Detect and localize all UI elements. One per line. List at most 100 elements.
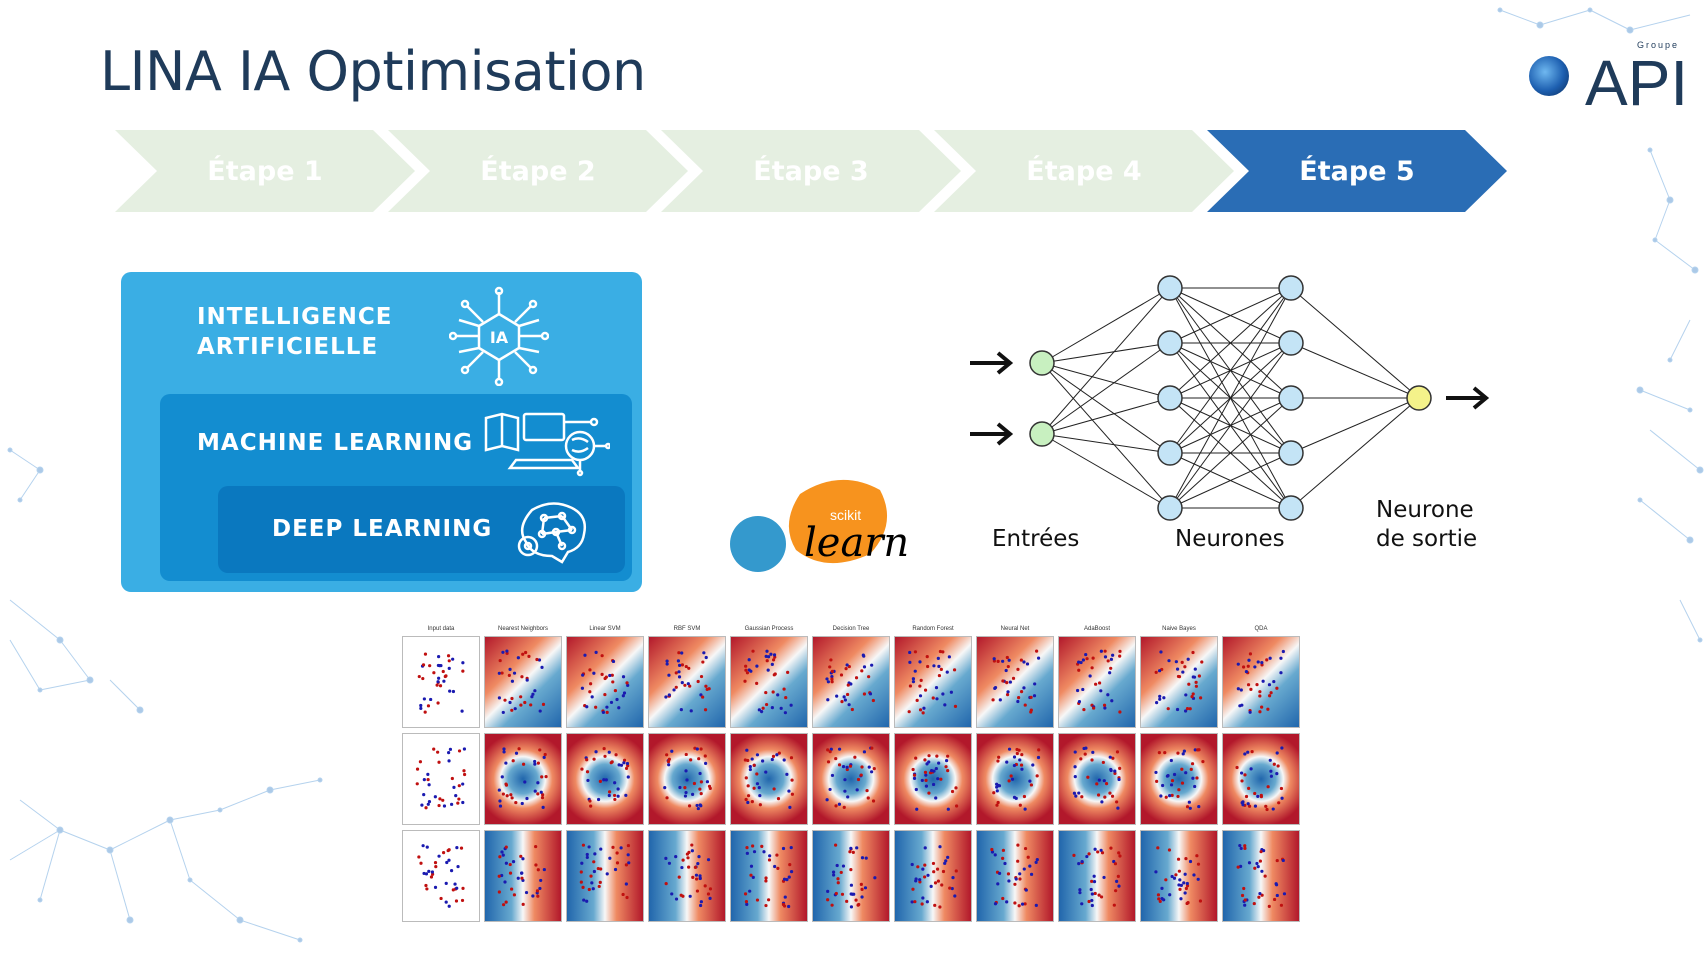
grid-point	[833, 843, 838, 847]
grid-point	[1179, 883, 1183, 887]
grid-cell-plot	[566, 733, 644, 825]
grid-point	[953, 894, 957, 898]
grid-point	[862, 750, 867, 754]
grid-point	[684, 790, 688, 795]
grid-point	[1188, 859, 1193, 864]
input-neuron	[1029, 350, 1055, 376]
grid-column-header: Input data	[427, 626, 455, 632]
grid-point	[927, 754, 931, 758]
grid-point	[1028, 864, 1032, 868]
grid-point	[533, 759, 537, 764]
grid-point	[708, 786, 712, 790]
grid-point	[594, 705, 598, 709]
grid-point	[535, 889, 540, 893]
grid-point	[1115, 879, 1119, 884]
grid-cell-plot	[648, 636, 726, 728]
grid-point	[1109, 846, 1113, 850]
grid-point	[920, 902, 924, 906]
grid-column-header: Gaussian Process	[744, 626, 794, 632]
grid-point	[825, 798, 829, 802]
grid-point	[1023, 846, 1028, 851]
grid-point	[670, 749, 674, 753]
grid-point	[420, 803, 424, 807]
step-3[interactable]: Étape 3	[661, 130, 961, 212]
grid-point	[1005, 693, 1010, 697]
grid-point	[872, 767, 876, 771]
grid-point	[1183, 665, 1187, 669]
grid-point	[533, 762, 537, 766]
grid-point	[448, 689, 452, 693]
grid-point	[860, 895, 864, 899]
grid-point	[504, 861, 508, 865]
grid-point	[946, 855, 950, 859]
grid-point	[702, 651, 706, 655]
grid-point	[914, 787, 918, 792]
grid-point	[1268, 758, 1272, 762]
grid-point	[626, 775, 630, 779]
grid-point	[1019, 658, 1023, 662]
grid-point	[536, 781, 540, 785]
grid-point	[1001, 679, 1005, 683]
grid-point	[1009, 774, 1013, 778]
grid-point	[870, 770, 874, 774]
grid-point	[764, 879, 768, 883]
grid-point	[1022, 660, 1026, 664]
grid-point	[688, 684, 692, 688]
grid-point	[1260, 660, 1264, 665]
step-5[interactable]: Étape 5	[1207, 130, 1507, 212]
grid-point	[923, 688, 928, 692]
grid-point	[498, 658, 502, 663]
grid-point	[587, 887, 591, 892]
grid-point	[871, 698, 875, 703]
grid-point	[936, 656, 940, 660]
grid-point	[1243, 903, 1247, 907]
grid-point	[1077, 700, 1082, 704]
grid-point	[1168, 793, 1172, 798]
grid-point	[706, 892, 711, 896]
grid-point	[953, 704, 958, 708]
grid-point	[1269, 774, 1273, 778]
grid-point	[1276, 764, 1280, 768]
step-1[interactable]: Étape 1	[115, 130, 415, 212]
grid-point	[1034, 649, 1039, 653]
grid-point	[760, 709, 764, 714]
grid-point	[605, 705, 609, 709]
grid-point	[521, 902, 525, 906]
step-2[interactable]: Étape 2	[388, 130, 688, 212]
scikit-learn-logo-graphic: scikit learn	[730, 479, 909, 572]
grid-point	[519, 695, 523, 699]
grid-point	[937, 673, 942, 678]
grid-point	[1279, 656, 1283, 660]
grid-point	[437, 854, 441, 858]
grid-point	[743, 679, 747, 683]
grid-point	[1081, 658, 1086, 662]
grid-point	[500, 850, 504, 854]
grid-point	[704, 684, 708, 688]
grid-point	[500, 671, 504, 675]
grid-point	[947, 655, 951, 659]
grid-point	[1073, 775, 1077, 779]
grid-point	[939, 777, 943, 781]
grid-point	[581, 885, 585, 890]
grid-point	[1169, 783, 1174, 787]
grid-point	[948, 886, 952, 890]
grid-point	[836, 877, 840, 881]
step-4[interactable]: Étape 4	[934, 130, 1234, 212]
grid-point	[603, 754, 607, 758]
grid-point	[600, 654, 604, 658]
grid-point	[837, 747, 842, 751]
grid-point	[516, 876, 520, 880]
grid-point	[938, 905, 942, 909]
grid-point	[505, 649, 509, 653]
grid-point	[544, 775, 548, 779]
grid-point	[933, 903, 937, 907]
grid-point	[622, 758, 627, 762]
grid-point	[1183, 891, 1187, 895]
grid-point	[826, 898, 830, 902]
hidden-neuron	[1157, 330, 1183, 356]
grid-point	[1247, 804, 1252, 808]
grid-point	[679, 708, 683, 712]
grid-point	[1243, 773, 1247, 777]
grid-point	[1246, 750, 1250, 754]
